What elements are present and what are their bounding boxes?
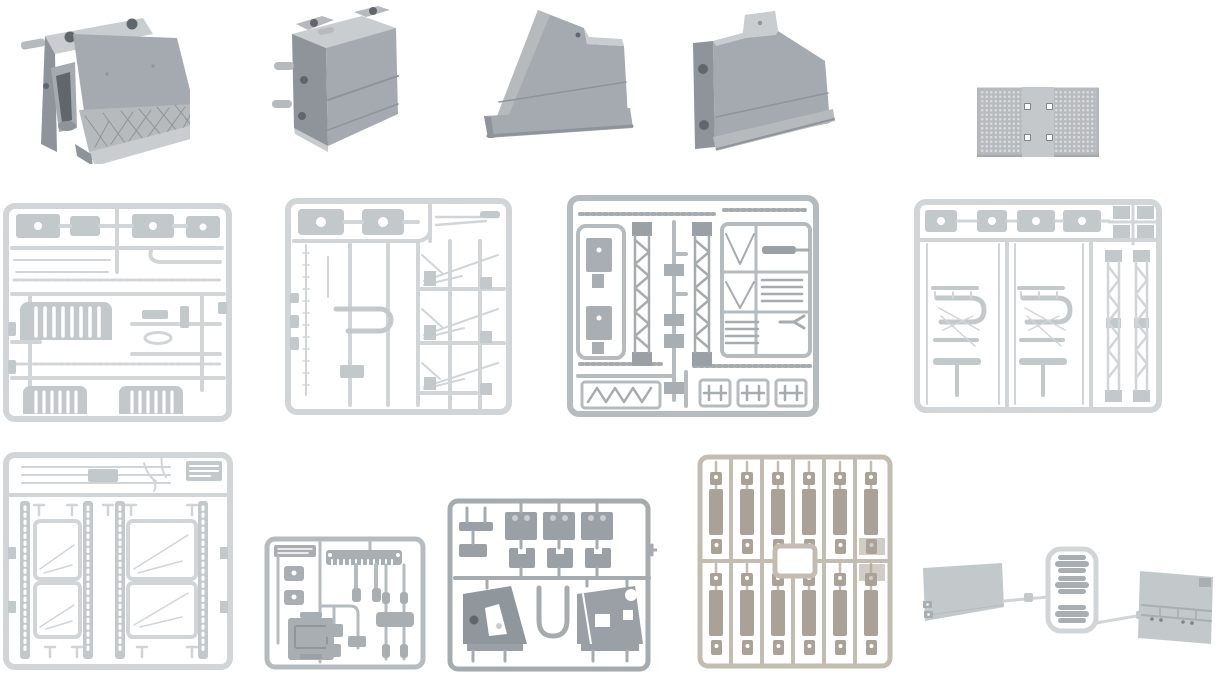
- sprue-gantry-panels: [447, 498, 657, 672]
- stippled-base-plate: [977, 87, 1099, 157]
- zigzag-part: [586, 386, 653, 404]
- plate-hole: [1046, 103, 1053, 110]
- sprue-plates-racks: [2, 202, 233, 423]
- mast-parts: [725, 233, 755, 309]
- flat-deck-plate: [923, 563, 1004, 621]
- plates-and-rollers: [920, 545, 1218, 647]
- ladder-strips: [20, 501, 208, 659]
- angled-ramp-block: [15, 4, 190, 164]
- lattice-mast: [632, 222, 652, 366]
- frame-loops: [33, 519, 198, 639]
- winch-plates: [586, 238, 612, 354]
- fork-part: [778, 314, 806, 330]
- sprue-label-tag: [186, 461, 222, 481]
- sprue-lattice-fittings: [566, 194, 820, 422]
- detailed-deck-plate: [1138, 571, 1213, 644]
- rectangular-block: [262, 4, 404, 158]
- branch-part: [143, 452, 167, 492]
- gantry-side-panel-left: [463, 586, 527, 651]
- stepped-wedge-block: [683, 5, 843, 157]
- tee-pins: [32, 503, 199, 659]
- slotted-rack-part: [20, 302, 112, 340]
- strip-part: [709, 460, 723, 554]
- sprue-crane-arms: [913, 198, 1163, 414]
- ladder-combs: [724, 278, 804, 345]
- sprue-booms: [284, 197, 513, 416]
- block-back-frame: [20, 18, 153, 152]
- plate-hole: [1024, 134, 1031, 141]
- bracket-part: [333, 306, 394, 334]
- crane-arm-part: [931, 286, 987, 397]
- gantry-side-panel-right: [577, 586, 643, 651]
- stipple-texture: [1054, 90, 1096, 154]
- sprue-hatch-parts: [264, 536, 426, 670]
- sprue-ladder-frames: [2, 451, 234, 671]
- sprue-tan-strips: [697, 454, 893, 669]
- roller-sprue: [1045, 546, 1099, 634]
- smooth-band: [1022, 87, 1054, 157]
- toothed-bar: [326, 550, 402, 566]
- block-ramp-face: [73, 34, 190, 164]
- plate-hole: [1046, 134, 1053, 141]
- tee-parts: [376, 592, 414, 658]
- hatch-plate: [288, 612, 334, 660]
- wedge-block: [466, 2, 638, 150]
- peg-blocks: [505, 502, 613, 578]
- stipple-texture: [980, 90, 1022, 154]
- plate-hole: [1024, 103, 1031, 110]
- slotted-rack-part: [23, 386, 183, 414]
- thin-boom-parts: [39, 534, 189, 630]
- lattice-tower: [1105, 250, 1122, 402]
